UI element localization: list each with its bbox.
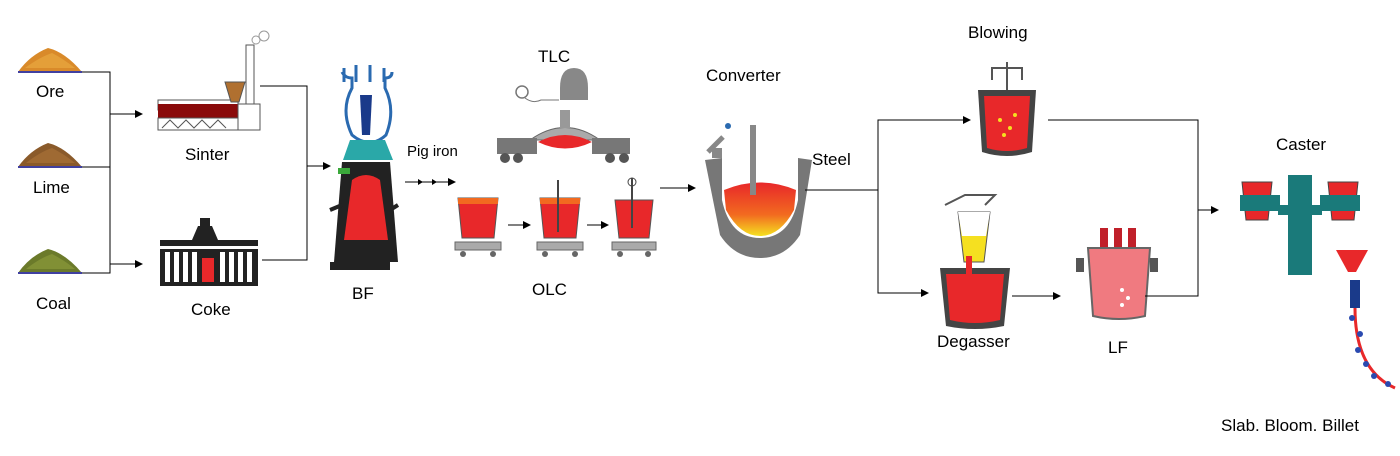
olc-arrows — [508, 184, 696, 229]
ore-pile-icon — [18, 48, 82, 73]
tlc-torpedo-car-icon — [497, 68, 630, 163]
coke-oven-icon — [160, 218, 258, 286]
label-lime: Lime — [33, 178, 70, 197]
caster-icon — [1240, 175, 1396, 390]
blowing-vessel-icon — [978, 62, 1036, 156]
degasser-icon — [940, 194, 1010, 329]
label-tlc: TLC — [538, 47, 571, 66]
label-pig-iron: Pig iron — [407, 143, 458, 160]
label-caster: Caster — [1276, 135, 1327, 154]
olc-ladle-3-icon — [611, 177, 657, 257]
converter-icon — [705, 123, 812, 258]
label-products: Slab. Bloom. Billet — [1221, 416, 1359, 435]
ladle-furnace-icon — [1076, 228, 1158, 320]
pig-iron-arrow — [405, 178, 456, 186]
steel-split-connectors — [805, 116, 971, 297]
label-sinter: Sinter — [185, 145, 230, 164]
lf-to-caster-connector — [1145, 210, 1199, 297]
label-degasser: Degasser — [937, 332, 1010, 351]
blowing-to-caster-connector — [1048, 119, 1219, 214]
lime-pile-icon — [18, 143, 82, 168]
bf-feed-connectors — [260, 85, 331, 261]
label-bf: BF — [352, 284, 374, 303]
label-coal: Coal — [36, 294, 71, 313]
raw-material-connectors — [82, 71, 143, 274]
label-olc: OLC — [532, 280, 567, 299]
label-steel: Steel — [812, 150, 851, 169]
olc-ladle-2-icon — [536, 180, 584, 257]
olc-ladle-1-icon — [454, 197, 502, 257]
sinter-plant-icon — [157, 30, 270, 131]
label-blowing: Blowing — [968, 23, 1028, 42]
coal-pile-icon — [18, 249, 82, 274]
label-ore: Ore — [36, 82, 65, 101]
label-converter: Converter — [706, 66, 781, 85]
label-lf: LF — [1108, 338, 1128, 357]
blast-furnace-icon — [329, 65, 400, 270]
label-coke: Coke — [191, 300, 231, 319]
